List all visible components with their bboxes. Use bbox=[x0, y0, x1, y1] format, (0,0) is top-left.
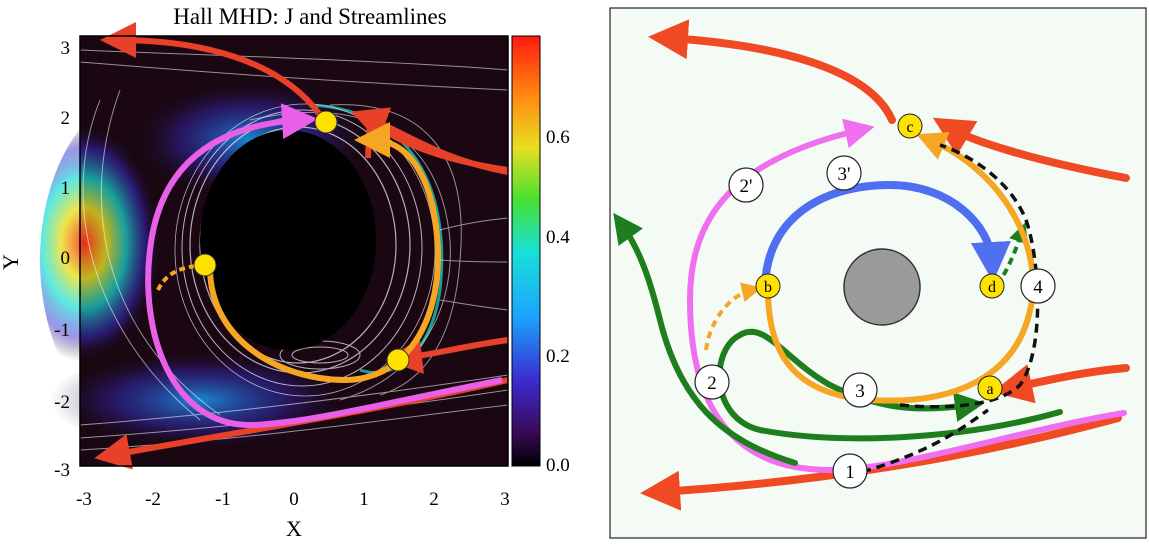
marker-c bbox=[314, 110, 338, 134]
orange-dashed-short bbox=[156, 264, 197, 291]
label-2-text: 2 bbox=[707, 373, 717, 394]
marker-a bbox=[386, 348, 410, 372]
x-axis-label: X bbox=[286, 516, 302, 541]
center-body bbox=[843, 248, 921, 326]
point-c-label: c bbox=[906, 119, 913, 136]
schematic-svg: c b d a 1 2 2' 3 bbox=[609, 7, 1147, 539]
green-path-left bbox=[613, 212, 798, 466]
x-tick: -1 bbox=[215, 489, 231, 510]
label-2-prime: 2' bbox=[728, 167, 764, 203]
point-b-label: b bbox=[764, 279, 772, 296]
point-a-label: a bbox=[986, 381, 993, 398]
black-dashed-path bbox=[861, 143, 1040, 474]
label-3-prime: 3' bbox=[826, 155, 862, 191]
label-2-prime-text: 2' bbox=[740, 176, 753, 197]
x-tick: 1 bbox=[359, 489, 369, 510]
x-tick: 3 bbox=[500, 489, 510, 510]
point-c: c bbox=[897, 113, 923, 139]
point-d: d bbox=[979, 273, 1005, 299]
y-tick: 0 bbox=[61, 248, 71, 269]
label-4: 4 bbox=[1020, 268, 1056, 304]
colorbar-tick: 0.6 bbox=[546, 127, 570, 148]
x-tick: -3 bbox=[76, 489, 92, 510]
y-tick: -2 bbox=[54, 392, 70, 413]
label-3: 3 bbox=[842, 372, 878, 408]
point-a: a bbox=[977, 375, 1003, 401]
label-1: 1 bbox=[832, 453, 868, 489]
x-tick: 2 bbox=[429, 489, 439, 510]
plot-frame bbox=[79, 35, 509, 467]
y-axis-label: Y bbox=[0, 254, 23, 270]
red-flow-top bbox=[648, 19, 896, 124]
flow-arrow-top-left bbox=[100, 22, 323, 117]
colorbar-tick: 0.2 bbox=[546, 346, 570, 367]
x-tick: 0 bbox=[289, 489, 299, 510]
simulation-plot-panel: Hall MHD: J and Streamlines bbox=[0, 4, 570, 541]
label-3-prime-text: 3' bbox=[838, 164, 851, 185]
blue-arc bbox=[761, 180, 1011, 294]
label-1-text: 1 bbox=[845, 462, 855, 483]
x-ticks: -3 -2 -1 0 1 2 3 bbox=[76, 489, 510, 510]
y-tick: 3 bbox=[61, 38, 71, 59]
red-flow-upper-right bbox=[932, 117, 1130, 182]
red-flow-bottom bbox=[640, 414, 1122, 511]
magenta-loop bbox=[145, 103, 503, 429]
colorbar bbox=[511, 35, 541, 467]
label-4-text: 4 bbox=[1033, 277, 1043, 298]
y-tick: 1 bbox=[61, 178, 71, 199]
colorbar-ticks: 0.6 0.4 0.2 0.0 bbox=[546, 127, 570, 476]
obstacle-body bbox=[200, 130, 376, 350]
y-ticks: 3 2 1 0 -1 -2 -3 bbox=[54, 38, 70, 481]
marker-b bbox=[193, 253, 217, 277]
colorbar-tick: 0.0 bbox=[546, 455, 570, 476]
x-tick: -2 bbox=[145, 489, 161, 510]
colorbar-tick: 0.4 bbox=[546, 227, 570, 248]
schematic-panel: c b d a 1 2 2' 3 bbox=[600, 0, 1149, 548]
y-tick: 2 bbox=[61, 108, 71, 129]
y-tick: -3 bbox=[54, 460, 70, 481]
label-3-text: 3 bbox=[855, 381, 865, 402]
point-b: b bbox=[755, 273, 781, 299]
flow-arrow-right-lower bbox=[386, 337, 509, 374]
orange-dashed-left bbox=[704, 282, 762, 351]
point-d-label: d bbox=[988, 279, 996, 296]
label-2: 2 bbox=[694, 364, 730, 400]
y-tick: -1 bbox=[54, 320, 70, 341]
simulation-plot-svg: Hall MHD: J and Streamlines bbox=[0, 4, 570, 541]
plot-title: Hall MHD: J and Streamlines bbox=[173, 4, 446, 29]
